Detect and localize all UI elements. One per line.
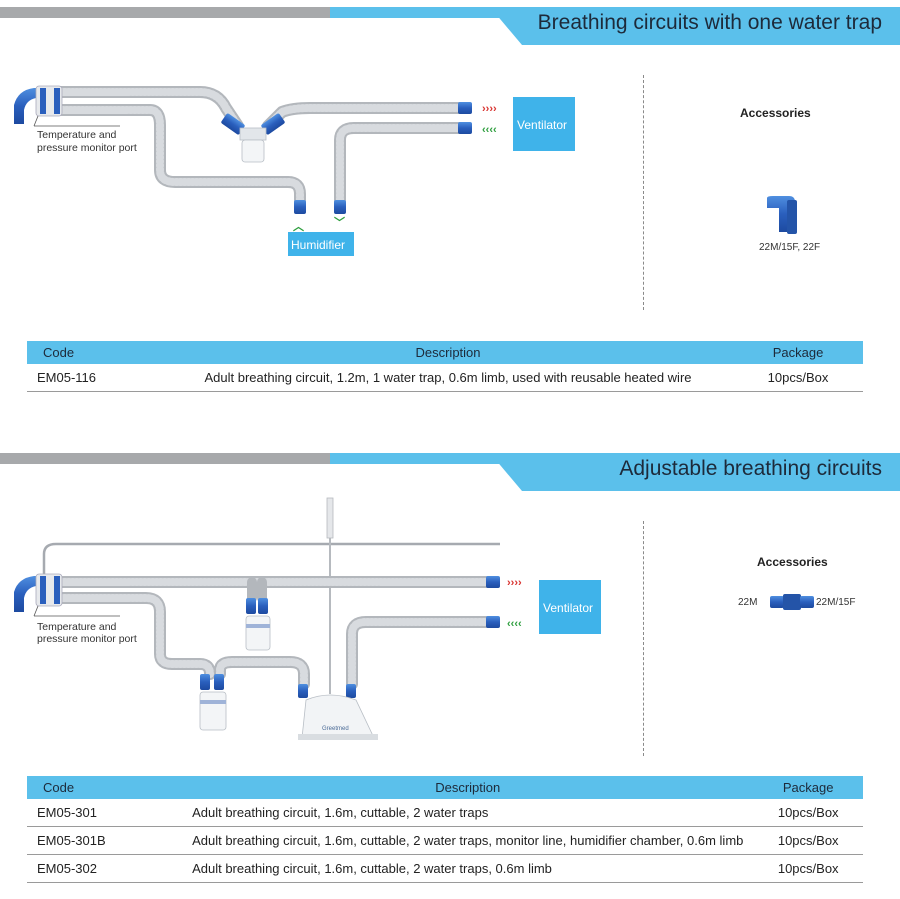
table-header-row: Code Description Package [27, 341, 863, 364]
cell-package: 10pcs/Box [753, 799, 863, 827]
svg-text:‹‹‹‹: ‹‹‹‹ [482, 124, 497, 136]
header-gray-bar [0, 7, 340, 18]
cell-description: Adult breathing circuit, 1.6m, cuttable,… [182, 854, 754, 883]
humidifier-label: Humidifier [291, 238, 346, 252]
section-header: Adjustable breathing circuits [0, 446, 900, 491]
cell-package: 10pcs/Box [733, 364, 863, 392]
svg-text:﹀: ﹀ [334, 215, 345, 229]
col-description: Description [163, 341, 733, 364]
accessories-title: Accessories [757, 555, 828, 569]
port-label-line2: pressure monitor port [37, 142, 137, 154]
divider-dashed [643, 75, 644, 310]
cell-description: Adult breathing circuit, 1.2m, 1 water t… [163, 364, 733, 392]
svg-text:››››: ›››› [507, 577, 522, 589]
svg-text:‹‹‹‹: ‹‹‹‹ [507, 618, 522, 630]
col-code: Code [27, 776, 183, 799]
spec-table-1: Code Description Package EM05-116 Adult … [27, 341, 863, 392]
accessory-right-label: 22M/15F [816, 597, 856, 608]
header-gray-bar [0, 453, 340, 464]
section-header: Breathing circuits with one water trap [0, 0, 900, 45]
spec-table-2: Code Description Package EM05-301 Adult … [27, 776, 863, 883]
section-adjustable: Adjustable breathing circuits [0, 446, 900, 899]
svg-text:››››: ›››› [482, 103, 497, 115]
table-row: EM05-301B Adult breathing circuit, 1.6m,… [27, 826, 863, 855]
col-code: Code [27, 341, 163, 364]
section-title: Adjustable breathing circuits [619, 457, 882, 480]
table-row: EM05-302 Adult breathing circuit, 1.6m, … [27, 854, 863, 883]
cell-code: EM05-302 [27, 854, 183, 883]
straight-connector-icon [770, 594, 814, 610]
cell-code: EM05-116 [27, 364, 163, 392]
section-one-water-trap: Breathing circuits with one water trap [0, 0, 900, 400]
ventilator-label: Ventilator [517, 118, 568, 132]
col-package: Package [733, 341, 863, 364]
table-header-row: Code Description Package [27, 776, 863, 799]
divider-dashed [643, 521, 644, 756]
humidifier-brand-label: Greetmed [322, 726, 349, 732]
cell-code: EM05-301B [27, 826, 183, 855]
section-title: Breathing circuits with one water trap [537, 11, 882, 34]
elbow-connector-icon [767, 196, 797, 234]
table-row: EM05-116 Adult breathing circuit, 1.2m, … [27, 364, 863, 392]
cell-code: EM05-301 [27, 799, 183, 827]
circuit-diagram: ›››› ‹‹‹‹ [14, 497, 601, 740]
col-package: Package [753, 776, 863, 799]
port-label-line2: pressure monitor port [37, 633, 137, 645]
table-row: EM05-301 Adult breathing circuit, 1.6m, … [27, 799, 863, 827]
cell-package: 10pcs/Box [753, 854, 863, 883]
cell-description: Adult breathing circuit, 1.6m, cuttable,… [182, 799, 754, 827]
header-title-box [490, 453, 900, 491]
circuit-diagram: ›››› ‹‹‹‹ ︿ ﹀ [14, 85, 575, 256]
cell-description: Adult breathing circuit, 1.6m, cuttable,… [182, 826, 754, 855]
cell-package: 10pcs/Box [753, 826, 863, 855]
col-description: Description [182, 776, 754, 799]
accessory-label: 22M/15F, 22F [759, 242, 821, 253]
accessories-title: Accessories [740, 106, 811, 120]
port-label-line1: Temperature and [37, 621, 117, 633]
port-label-line1: Temperature and [37, 129, 117, 141]
ventilator-label: Ventilator [543, 601, 594, 615]
accessory-left-label: 22M [738, 597, 758, 608]
svg-text:︿: ︿ [293, 221, 304, 233]
header-title-box [490, 7, 900, 45]
